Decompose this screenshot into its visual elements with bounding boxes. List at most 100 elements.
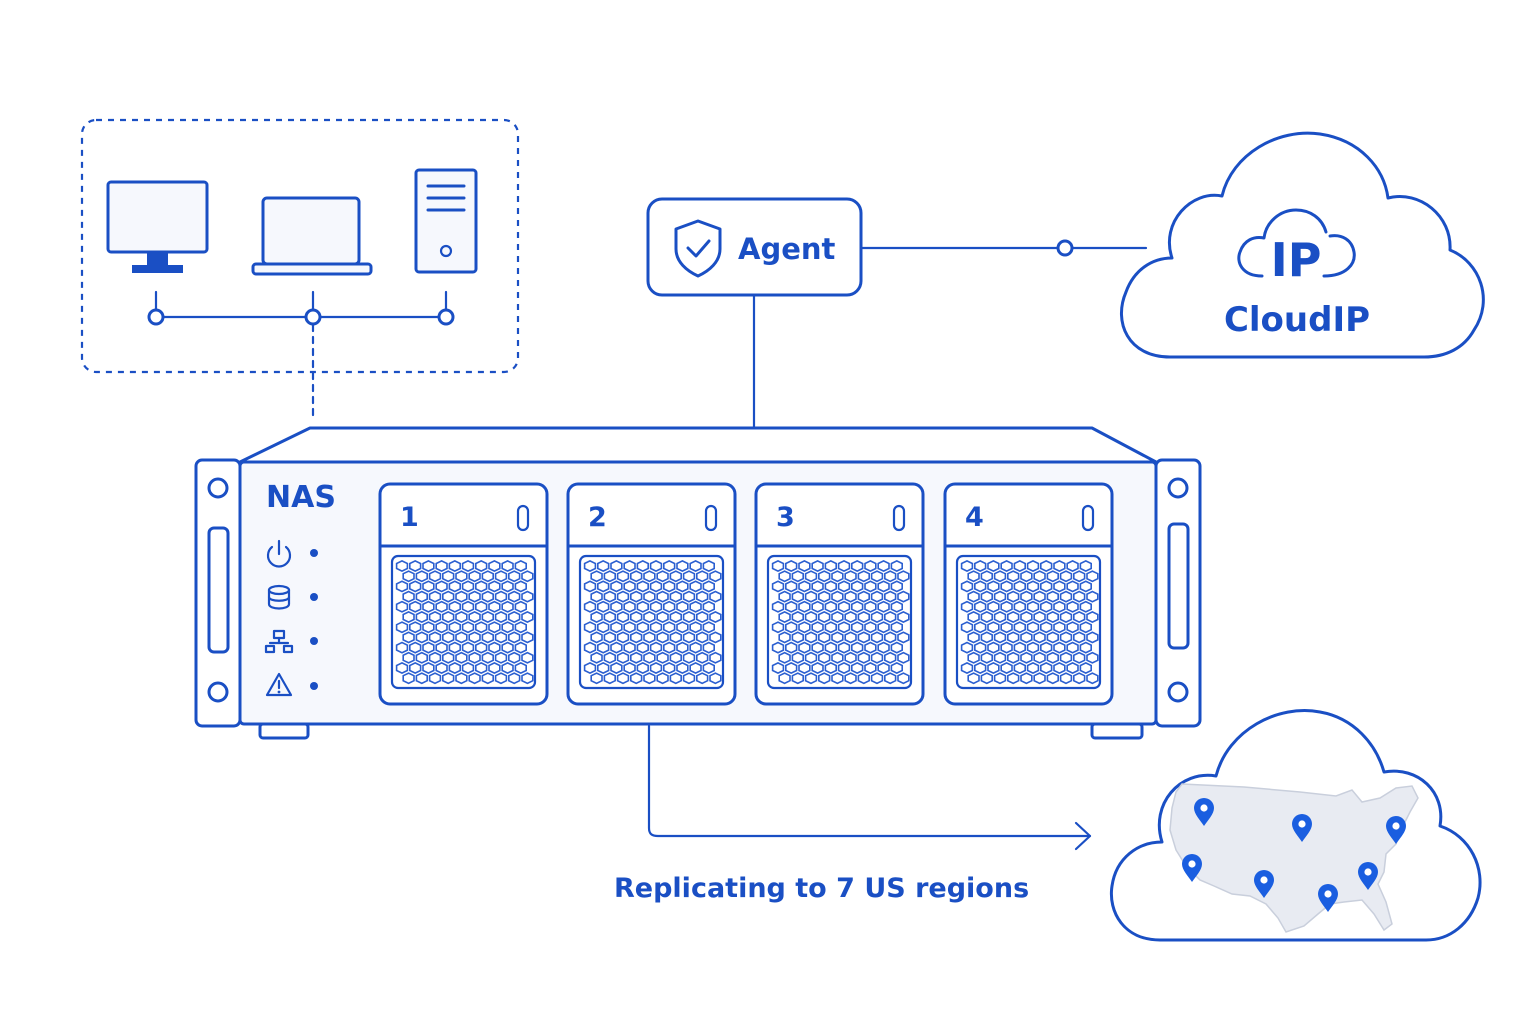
grille-cell	[1053, 662, 1066, 674]
grille-cell	[1079, 600, 1092, 613]
grille-cell	[1020, 611, 1033, 623]
network-led	[310, 637, 318, 645]
grille-cell	[676, 580, 689, 593]
grille-cell	[702, 621, 716, 634]
grille-cell	[408, 662, 422, 674]
nas-device[interactable]: NAS 1	[194, 426, 1202, 740]
grille-cell	[494, 631, 508, 644]
grille-cell	[850, 641, 864, 654]
grille-cell	[428, 631, 442, 644]
grille-cell	[1033, 570, 1046, 583]
region-pin-icon[interactable]	[1358, 862, 1378, 890]
desktop-monitor-icon[interactable]	[106, 180, 209, 273]
bay-release-latch[interactable]	[1081, 504, 1095, 532]
agent-box[interactable]: Agent	[646, 197, 863, 297]
drive-bay[interactable]: 3	[754, 482, 925, 706]
grille-cell	[501, 600, 514, 613]
cloudip-cloud[interactable]: IP CloudIP	[1120, 131, 1485, 359]
grille-cell	[649, 580, 663, 593]
region-pin-icon[interactable]	[1318, 884, 1338, 912]
grille-cell	[1079, 580, 1092, 593]
grille-cell	[1026, 641, 1040, 654]
grille-cell	[616, 651, 630, 664]
grille-cell	[603, 672, 617, 685]
grille-cell	[1059, 672, 1073, 685]
grille-cell	[864, 621, 877, 634]
grille-cell	[494, 672, 508, 685]
grille-cell	[441, 631, 455, 644]
grille-cell	[616, 570, 630, 583]
grille-cell	[778, 590, 791, 603]
grille-cell	[1000, 580, 1013, 593]
bay-release-latch[interactable]	[892, 504, 906, 532]
grille-cell	[590, 672, 603, 685]
grille-cell	[514, 560, 528, 572]
region-pin-icon[interactable]	[1254, 870, 1274, 898]
grille-cell	[870, 672, 884, 685]
region-pin-icon[interactable]	[1182, 854, 1202, 882]
grille-cell	[831, 672, 844, 685]
grille-cell	[435, 600, 448, 613]
grille-cell	[1020, 570, 1033, 583]
grille-cell	[967, 570, 980, 583]
grille-cell	[395, 600, 409, 613]
region-cloud[interactable]	[1109, 709, 1482, 942]
region-pin-icon[interactable]	[1194, 798, 1214, 826]
grille-cell	[1026, 621, 1040, 634]
grille-cell	[507, 631, 521, 644]
grille-cell	[870, 611, 884, 623]
grille-cell	[468, 611, 481, 623]
grille-cell	[1046, 672, 1059, 685]
grille-cell	[501, 662, 514, 674]
grille-cell	[967, 590, 980, 603]
bay-grille	[578, 554, 725, 690]
grille-cell	[596, 560, 610, 572]
power-led	[310, 549, 318, 557]
grille-cell	[890, 621, 904, 634]
grille-cell	[636, 560, 650, 572]
grille-cell	[481, 590, 495, 603]
grille-cell	[1033, 590, 1046, 603]
grille-cell	[798, 641, 811, 654]
grille-cell	[771, 621, 785, 634]
grille-cell	[831, 570, 844, 583]
grille-cell	[682, 611, 696, 623]
grille-cell	[1013, 621, 1026, 634]
grille-cell	[784, 662, 798, 674]
region-pin-icon[interactable]	[1386, 816, 1406, 844]
grille-cell	[1033, 611, 1046, 623]
grille-cell	[791, 672, 805, 685]
bay-release-latch[interactable]	[516, 504, 530, 532]
grille-cell	[494, 590, 508, 603]
grille-cell	[864, 580, 877, 593]
bay-release-latch[interactable]	[704, 504, 718, 532]
grille-cell	[415, 611, 429, 623]
region-pin-icon[interactable]	[1292, 814, 1312, 842]
drive-bay[interactable]: 4	[943, 482, 1114, 706]
grille-cell	[897, 590, 910, 603]
grille-cell	[897, 651, 910, 664]
grille-cell	[422, 641, 435, 654]
grille-cell	[857, 651, 871, 664]
grille-cell	[987, 560, 1000, 572]
grille-cell	[649, 641, 663, 654]
laptop-icon[interactable]	[251, 196, 373, 276]
grille-cell	[1079, 621, 1092, 634]
grille-cell	[771, 662, 785, 674]
grille-cell	[636, 641, 650, 654]
grille-cell	[1066, 580, 1079, 593]
grille-cell	[784, 621, 798, 634]
grille-cell	[596, 580, 610, 593]
grille-cell	[771, 580, 785, 593]
grille-cell	[501, 641, 514, 654]
drive-bay[interactable]: 1	[378, 482, 549, 706]
grille-cell	[481, 651, 495, 664]
grille-cell	[501, 621, 514, 634]
grille-cell	[837, 600, 851, 613]
grille-cell	[603, 651, 617, 664]
grille-cell	[441, 570, 455, 583]
grille-cell	[771, 560, 785, 572]
drive-bay[interactable]: 2	[566, 482, 737, 706]
grille-cell	[870, 651, 884, 664]
tower-server-icon[interactable]	[414, 168, 478, 274]
